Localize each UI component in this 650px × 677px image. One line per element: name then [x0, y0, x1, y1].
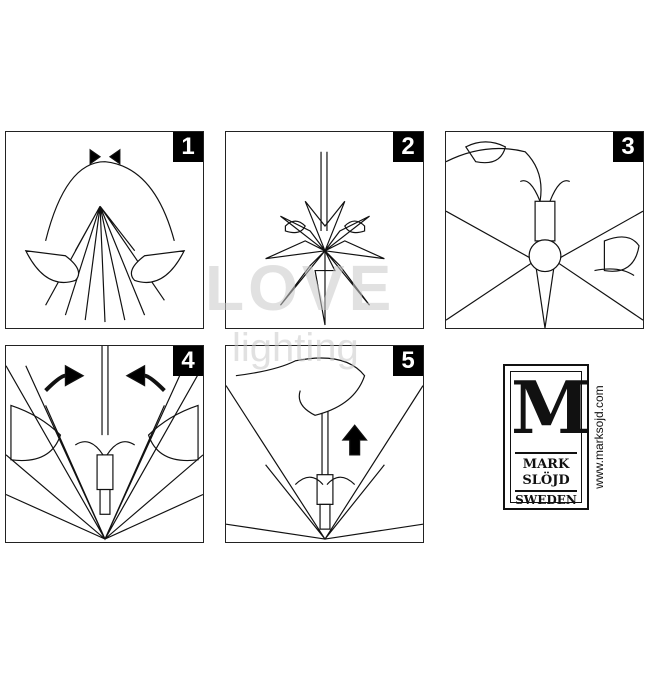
step-number-badge: 4 [173, 346, 203, 376]
step-5-panel: 5 [225, 345, 424, 543]
step-number-badge: 3 [613, 132, 643, 162]
logo-initial: M [511, 365, 591, 450]
lift-star-illustration [226, 357, 423, 541]
logo-sweden: SWEDEN [515, 493, 577, 507]
markslojd-logo: M MARK SLÖJD SWEDEN [503, 364, 591, 510]
step-2-panel: 2 [225, 131, 424, 329]
step-1-panel: 1 [5, 131, 204, 329]
logo-mark: MARK [522, 457, 570, 472]
website-url: www.marksojd.com [592, 385, 606, 489]
insert-bulb-illustration [446, 141, 643, 328]
step-3-panel: 3 [445, 131, 644, 329]
close-star-illustration [6, 346, 203, 541]
step-4-panel: 4 [5, 345, 204, 543]
logo-divider [515, 452, 577, 454]
step-number-badge: 5 [393, 346, 423, 376]
logo-slojd: SLÖJD [522, 473, 570, 488]
logo-divider [515, 490, 577, 492]
step-number-badge: 2 [393, 132, 423, 162]
step-number-badge: 1 [173, 132, 203, 162]
fold-star-illustration [24, 148, 186, 323]
open-star-illustration [265, 151, 385, 326]
